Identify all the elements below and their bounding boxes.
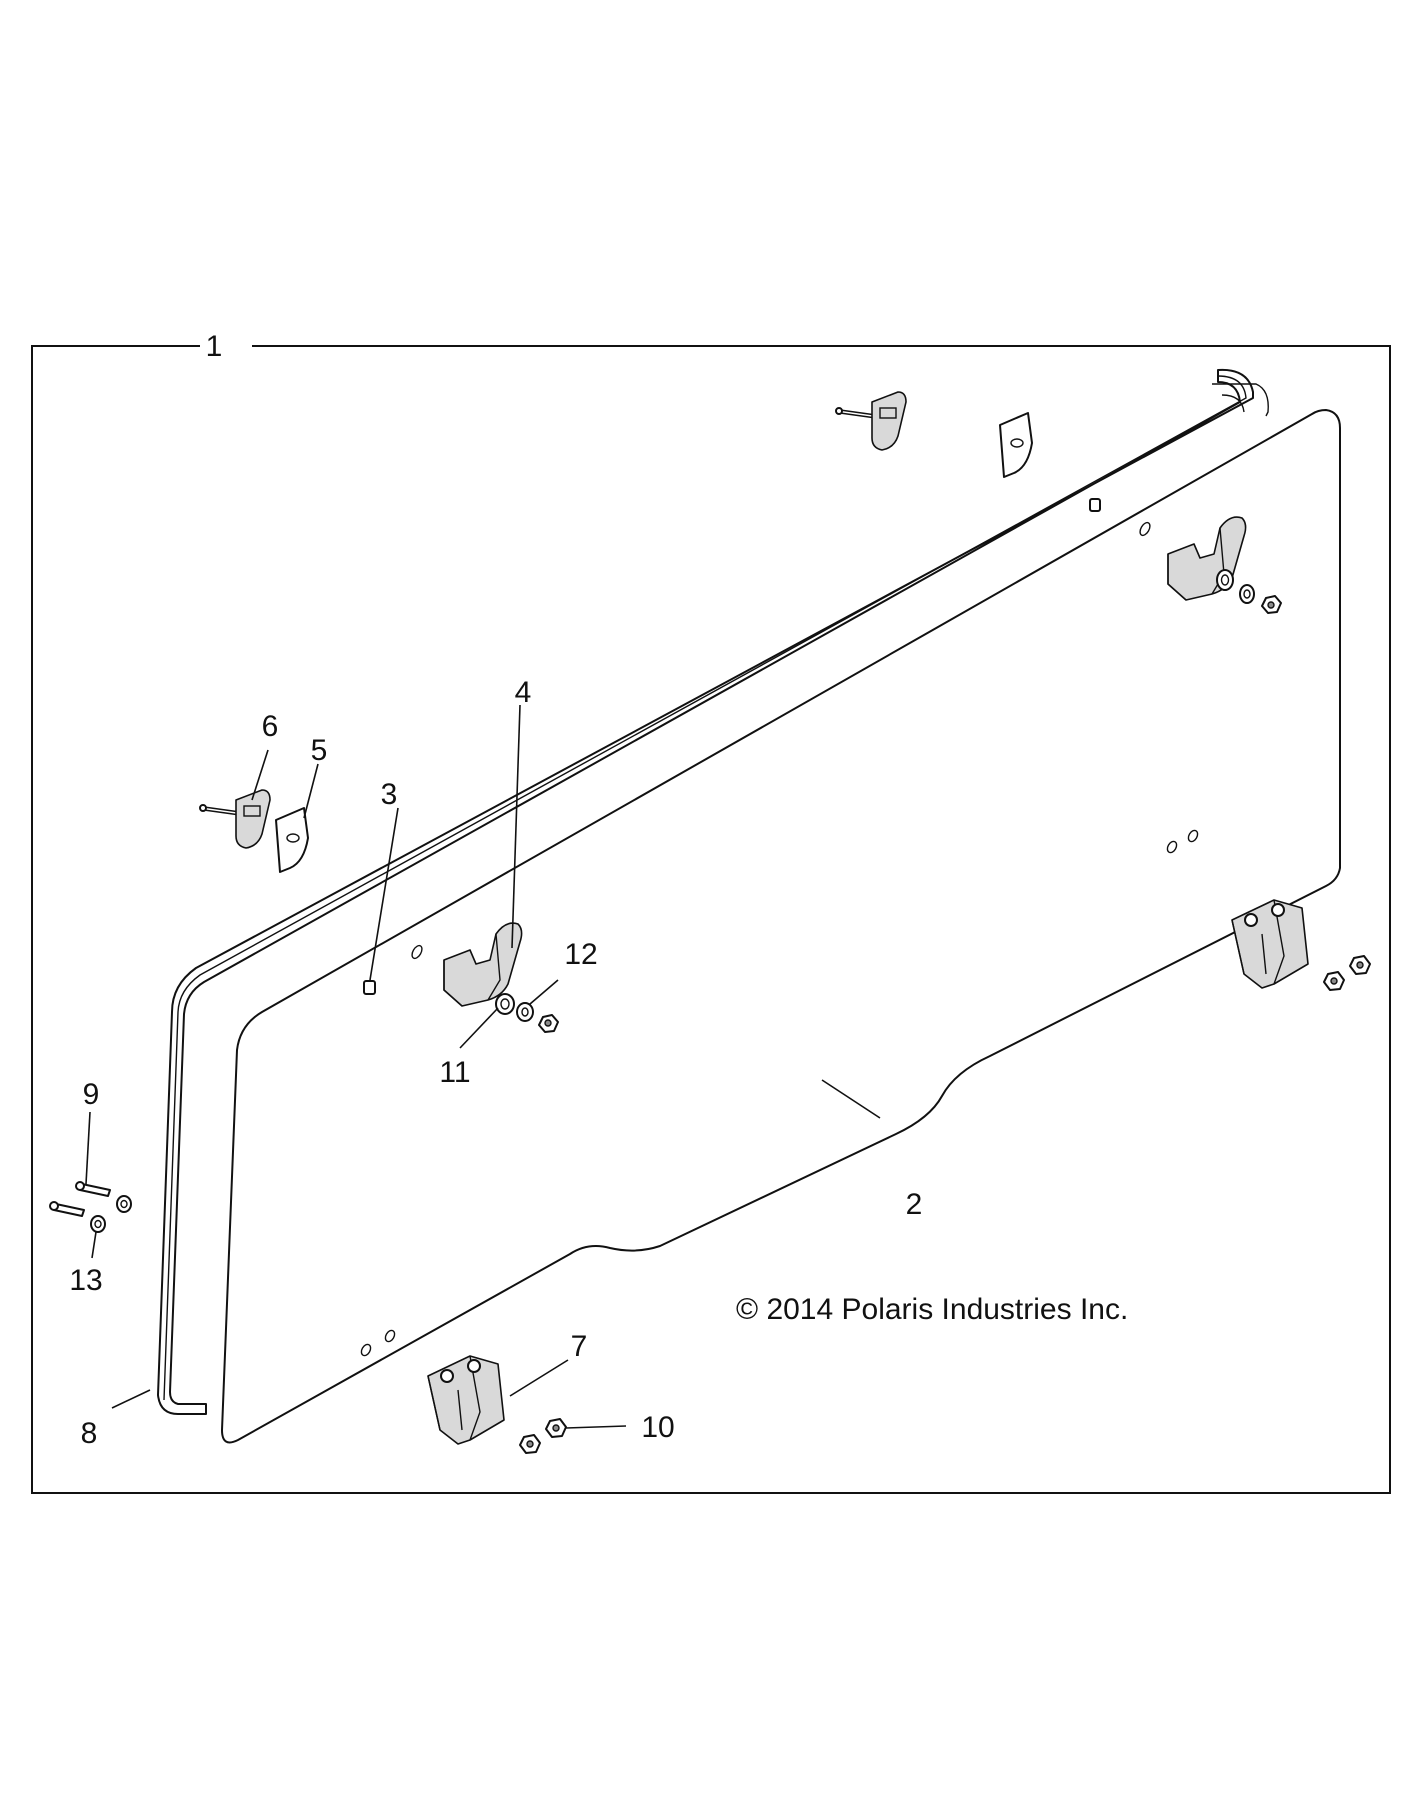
nut-10 (519, 955, 1371, 1454)
window-panel (221, 409, 1341, 1444)
callout-9: 9 (83, 1078, 100, 1111)
callout-7: 7 (571, 1330, 588, 1363)
washer-13 (90, 1195, 132, 1233)
callout-13: 13 (69, 1264, 102, 1297)
callout-4: 4 (515, 676, 532, 709)
panel-holes (360, 521, 1199, 1357)
retainer-clip-6 (199, 391, 907, 849)
callout-8: 8 (81, 1417, 98, 1450)
assembly-border (31, 345, 1391, 1494)
nut-latch (538, 595, 1282, 1033)
callout-10: 10 (641, 1411, 674, 1444)
callout-3: 3 (381, 778, 398, 811)
washer-12 (516, 584, 1255, 1022)
leader-lines (85, 704, 881, 1429)
bolt-9 (49, 1181, 111, 1217)
callout-12: 12 (564, 938, 597, 971)
hinge-7 (427, 899, 1309, 1445)
pad-5 (275, 412, 1033, 873)
callout-6: 6 (262, 710, 279, 743)
callouts: 1 2 3 4 5 6 7 8 9 10 11 12 13 (69, 330, 922, 1450)
seal-gasket (157, 368, 1269, 1415)
washer-11 (495, 569, 1234, 1015)
callout-11: 11 (439, 1056, 470, 1089)
latch-block-lower (443, 922, 523, 1007)
copyright-notice: © 2014 Polaris Industries Inc. (736, 1293, 1128, 1326)
callout-5: 5 (311, 734, 328, 767)
callout-2: 2 (906, 1188, 923, 1221)
panel-pin (363, 498, 1101, 995)
callout-1: 1 (206, 330, 223, 363)
